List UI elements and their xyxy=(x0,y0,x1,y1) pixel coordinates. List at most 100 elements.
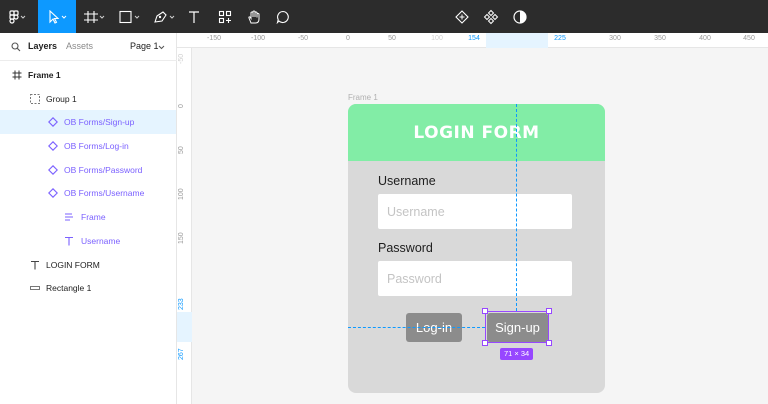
frame-header[interactable]: LOGIN FORM xyxy=(348,104,605,161)
password-placeholder: Password xyxy=(387,272,442,286)
resize-handle-top-right[interactable] xyxy=(546,308,552,314)
instance-icon xyxy=(47,164,59,176)
resize-handle-bottom-right[interactable] xyxy=(546,340,552,346)
horizontal-guide xyxy=(348,327,485,328)
vertical-guide xyxy=(516,104,517,311)
contrast-icon xyxy=(513,9,527,24)
layer-label: OB Forms/Username xyxy=(64,188,145,198)
layers-panel: Layers Assets Page 1 Frame 1 Group 1 OB … xyxy=(0,33,177,404)
layer-login-form[interactable]: LOGIN FORM xyxy=(0,253,176,277)
ruler-tick: 450 xyxy=(743,35,755,42)
layer-ob-forms-sign-up[interactable]: OB Forms/Sign-up xyxy=(0,110,176,134)
ruler-tick: 150 xyxy=(178,232,185,244)
page-selector[interactable]: Page 1 xyxy=(130,41,159,51)
resources-icon xyxy=(218,10,232,23)
ruler-tick: -50 xyxy=(178,53,185,64)
hand-icon xyxy=(248,10,260,23)
layer-label: Rectangle 1 xyxy=(46,283,92,293)
layer-label: Frame 1 xyxy=(28,70,61,80)
layer-frame-1[interactable]: Frame 1 xyxy=(0,63,176,87)
figma-logo-icon xyxy=(9,9,26,24)
search-icon[interactable] xyxy=(11,42,21,52)
username-placeholder: Username xyxy=(387,205,445,219)
ruler-tick: -150 xyxy=(206,35,222,42)
ruler-tick: 300 xyxy=(609,35,621,42)
auto-layout-icon xyxy=(63,211,75,223)
frame-icon xyxy=(84,10,105,23)
comment-icon xyxy=(276,10,289,24)
ruler-tick-selected: 267 xyxy=(178,348,185,360)
layer-rectangle-1[interactable]: Rectangle 1 xyxy=(0,276,176,300)
main-menu-button[interactable] xyxy=(0,0,36,33)
login-frame[interactable]: LOGIN FORM Username Username Password Pa… xyxy=(348,104,605,393)
contrast-button[interactable] xyxy=(508,0,532,33)
ruler-tick: 0 xyxy=(346,35,350,42)
ruler-tick: 100 xyxy=(178,188,185,200)
rectangle-icon xyxy=(119,10,140,23)
ruler-tick: 100 xyxy=(431,35,443,42)
resources-tool-button[interactable] xyxy=(213,0,237,33)
component-set-icon xyxy=(455,9,469,24)
instance-icon xyxy=(47,187,59,199)
instance-button[interactable] xyxy=(479,0,503,33)
layer-frame[interactable]: Frame xyxy=(0,205,176,229)
layer-label: OB Forms/Log-in xyxy=(64,141,129,151)
layer-label: OB Forms/Sign-up xyxy=(64,117,135,127)
shape-tool-button[interactable] xyxy=(113,0,145,33)
resize-handle-bottom-left[interactable] xyxy=(482,340,488,346)
resize-handle-top-left[interactable] xyxy=(482,308,488,314)
login-form-title[interactable]: LOGIN FORM xyxy=(413,123,540,143)
rectangle-icon xyxy=(29,282,41,294)
comment-tool-button[interactable] xyxy=(271,0,295,33)
layer-label: LOGIN FORM xyxy=(46,260,100,270)
layer-label: Group 1 xyxy=(46,94,77,104)
instance-icon xyxy=(47,140,59,152)
text-icon xyxy=(189,10,199,23)
component-icon xyxy=(483,9,499,24)
ruler-tick: 0 xyxy=(178,104,185,108)
username-label[interactable]: Username xyxy=(378,174,436,188)
vertical-ruler: -50 0 50 100 150 233 267 xyxy=(177,48,192,404)
ruler-tick: -50 xyxy=(297,35,309,42)
tab-layers[interactable]: Layers xyxy=(28,41,58,51)
frame-tool-button[interactable] xyxy=(78,0,110,33)
ruler-tick: 350 xyxy=(654,35,666,42)
layer-ob-forms-username[interactable]: OB Forms/Username xyxy=(0,181,176,205)
panel-header: Layers Assets Page 1 xyxy=(0,33,177,61)
layer-label: OB Forms/Password xyxy=(64,165,143,175)
hand-tool-button[interactable] xyxy=(242,0,266,33)
component-set-button[interactable] xyxy=(450,0,474,33)
password-field[interactable]: Password xyxy=(378,261,572,296)
toolbar xyxy=(0,0,768,33)
layer-ob-forms-log-in[interactable]: OB Forms/Log-in xyxy=(0,134,176,158)
ruler-tick-selected: 233 xyxy=(178,298,185,310)
ruler-selection-highlight xyxy=(177,312,192,342)
group-icon xyxy=(29,93,41,105)
frame-name-label[interactable]: Frame 1 xyxy=(348,93,378,102)
layer-username[interactable]: Username xyxy=(0,229,176,253)
ruler-tick: 50 xyxy=(388,35,396,42)
text-icon xyxy=(29,259,41,271)
chevron-down-icon[interactable] xyxy=(158,45,165,50)
password-label[interactable]: Password xyxy=(378,241,433,255)
layer-label: Frame xyxy=(81,212,106,222)
frame-icon xyxy=(11,69,23,81)
layer-ob-forms-password[interactable]: OB Forms/Password xyxy=(0,158,176,182)
layer-label: Username xyxy=(81,236,121,246)
pen-tool-button[interactable] xyxy=(148,0,180,33)
ruler-tick-selected: 154 xyxy=(468,35,480,42)
text-tool-button[interactable] xyxy=(182,0,206,33)
tab-assets[interactable]: Assets xyxy=(66,41,94,51)
instance-icon xyxy=(47,116,59,128)
username-field[interactable]: Username xyxy=(378,194,572,229)
pen-icon xyxy=(154,10,175,23)
ruler-selection-highlight xyxy=(486,33,548,48)
layer-group-1[interactable]: Group 1 xyxy=(0,87,176,111)
ruler-tick: -100 xyxy=(250,35,266,42)
ruler-tick-selected: 225 xyxy=(554,35,566,42)
selection-box[interactable] xyxy=(485,311,549,343)
horizontal-ruler: -150 -100 -50 0 50 100 154 225 300 350 4… xyxy=(177,33,768,48)
signup-button[interactable]: Sign-up xyxy=(487,313,548,342)
ruler-tick: 400 xyxy=(699,35,711,42)
move-tool-button[interactable] xyxy=(38,0,76,33)
